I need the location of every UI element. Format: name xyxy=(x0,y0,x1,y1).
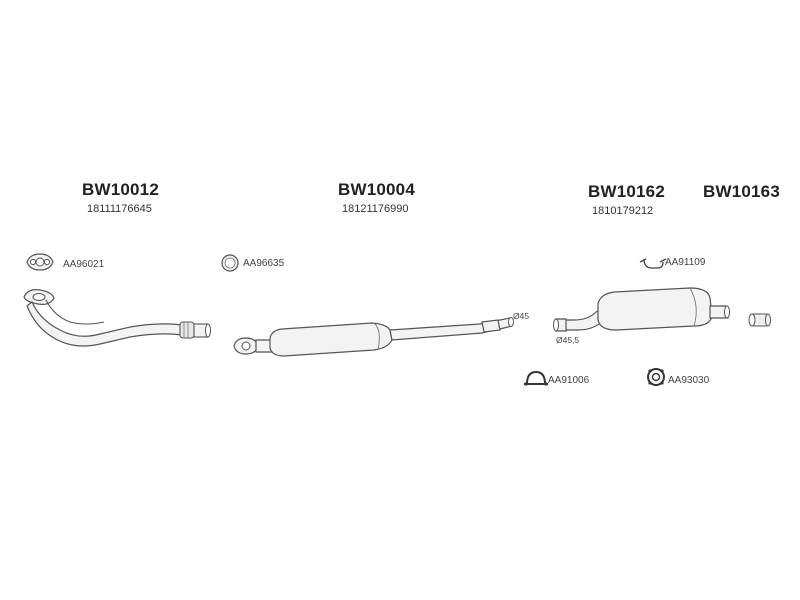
part-code-bw10162: BW10162 xyxy=(588,182,665,201)
gasket-front-icon xyxy=(26,253,54,271)
label-hanger-rear: AA91109 xyxy=(665,257,706,268)
clamp-icon xyxy=(524,370,548,386)
label-gasket-front: AA96021 xyxy=(63,259,105,270)
hanger-rear-icon xyxy=(639,258,667,269)
rear-silencer-bw10162 xyxy=(553,287,730,332)
oem-number-bw10004: 18121176990 xyxy=(342,203,409,215)
middle-silencer-bw10004 xyxy=(233,317,514,357)
label-rubber-mount: AA93030 xyxy=(668,375,710,386)
part-code-bw10012: BW10012 xyxy=(82,180,159,199)
oem-number-bw10162: 1810179212 xyxy=(592,205,654,217)
rubber-mount-icon xyxy=(647,368,665,386)
part-code-bw10004: BW10004 xyxy=(338,180,415,199)
label-clamp: AA91006 xyxy=(548,375,590,386)
ring-gasket-icon xyxy=(221,254,239,272)
part-code-bw10163: BW10163 xyxy=(703,182,780,201)
label-ring-gasket: AA96635 xyxy=(243,258,285,269)
dimension-pipe-diameter-1: Ø45 xyxy=(513,311,530,321)
dimension-pipe-diameter-2: Ø45,5 xyxy=(556,335,580,345)
oem-number-bw10012: 18111176645 xyxy=(87,203,152,215)
tail-tip-bw10163 xyxy=(748,313,771,327)
front-pipe-bw10012 xyxy=(23,289,211,347)
